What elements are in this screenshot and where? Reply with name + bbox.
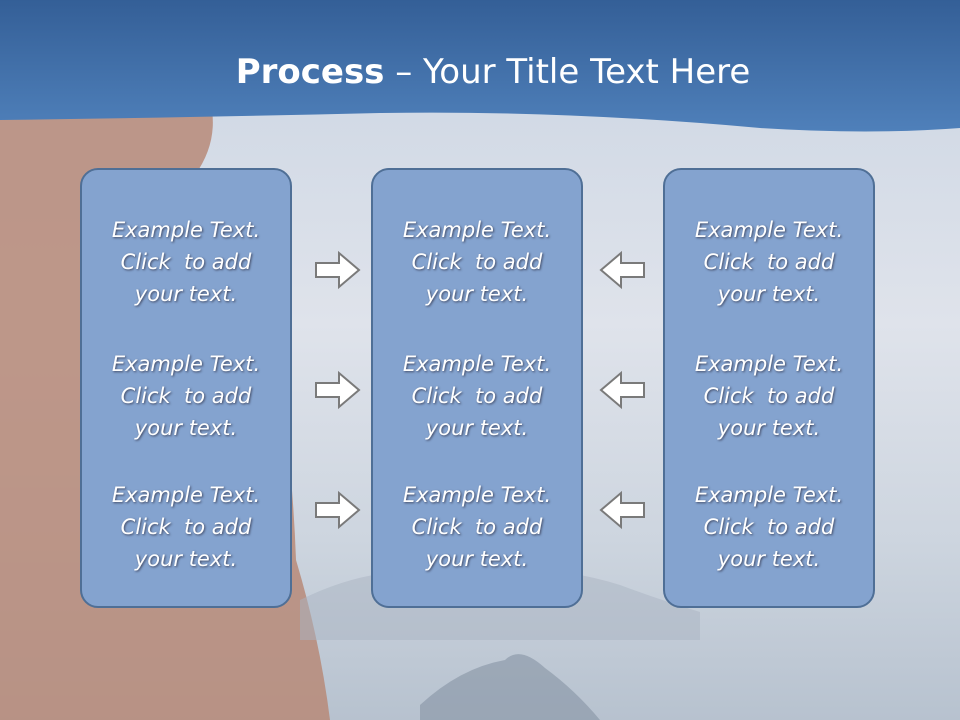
placeholder-line: Example Text. bbox=[111, 352, 261, 376]
placeholder-line: Click to add bbox=[411, 384, 543, 408]
placeholder-line: your text. bbox=[425, 416, 529, 440]
placeholder-line: Click to add bbox=[703, 515, 835, 539]
text-placeholder[interactable]: Example Text. Click to add your text. bbox=[82, 214, 290, 310]
placeholder-line: your text. bbox=[717, 416, 821, 440]
placeholder-line: Example Text. bbox=[694, 352, 844, 376]
placeholder-line: Click to add bbox=[120, 515, 252, 539]
slide-title: Process – Your Title Text Here bbox=[0, 52, 960, 92]
arrow-left-icon bbox=[599, 370, 645, 410]
placeholder-line: your text. bbox=[717, 547, 821, 571]
placeholder-line: Click to add bbox=[120, 250, 252, 274]
placeholder-line: Click to add bbox=[120, 384, 252, 408]
placeholder-line: your text. bbox=[134, 282, 238, 306]
placeholder-line: Example Text. bbox=[402, 218, 552, 242]
placeholder-line: your text. bbox=[425, 547, 529, 571]
title-bold: Process bbox=[235, 52, 385, 92]
text-placeholder[interactable]: Example Text. Click to add your text. bbox=[82, 348, 290, 444]
placeholder-line: your text. bbox=[134, 547, 238, 571]
placeholder-line: your text. bbox=[134, 416, 238, 440]
text-placeholder[interactable]: Example Text. Click to add your text. bbox=[373, 479, 581, 575]
placeholder-line: Example Text. bbox=[111, 218, 261, 242]
arrow-right-icon bbox=[315, 490, 361, 530]
header-band bbox=[0, 0, 960, 132]
arrow-left-icon bbox=[599, 490, 645, 530]
arrow-right-icon bbox=[315, 250, 361, 290]
placeholder-line: Example Text. bbox=[694, 218, 844, 242]
text-placeholder[interactable]: Example Text. Click to add your text. bbox=[82, 479, 290, 575]
placeholder-line: Example Text. bbox=[694, 483, 844, 507]
title-rest: – Your Title Text Here bbox=[384, 52, 751, 92]
arrow-left-icon bbox=[599, 250, 645, 290]
text-placeholder[interactable]: Example Text. Click to add your text. bbox=[665, 214, 873, 310]
placeholder-line: Example Text. bbox=[402, 483, 552, 507]
placeholder-line: Click to add bbox=[411, 515, 543, 539]
text-placeholder[interactable]: Example Text. Click to add your text. bbox=[665, 479, 873, 575]
text-placeholder[interactable]: Example Text. Click to add your text. bbox=[373, 214, 581, 310]
placeholder-line: Click to add bbox=[703, 250, 835, 274]
arrow-right-icon bbox=[315, 370, 361, 410]
placeholder-line: Click to add bbox=[411, 250, 543, 274]
placeholder-line: Example Text. bbox=[111, 483, 261, 507]
placeholder-line: Example Text. bbox=[402, 352, 552, 376]
text-placeholder[interactable]: Example Text. Click to add your text. bbox=[665, 348, 873, 444]
placeholder-line: your text. bbox=[717, 282, 821, 306]
placeholder-line: Click to add bbox=[703, 384, 835, 408]
text-placeholder[interactable]: Example Text. Click to add your text. bbox=[373, 348, 581, 444]
placeholder-line: your text. bbox=[425, 282, 529, 306]
